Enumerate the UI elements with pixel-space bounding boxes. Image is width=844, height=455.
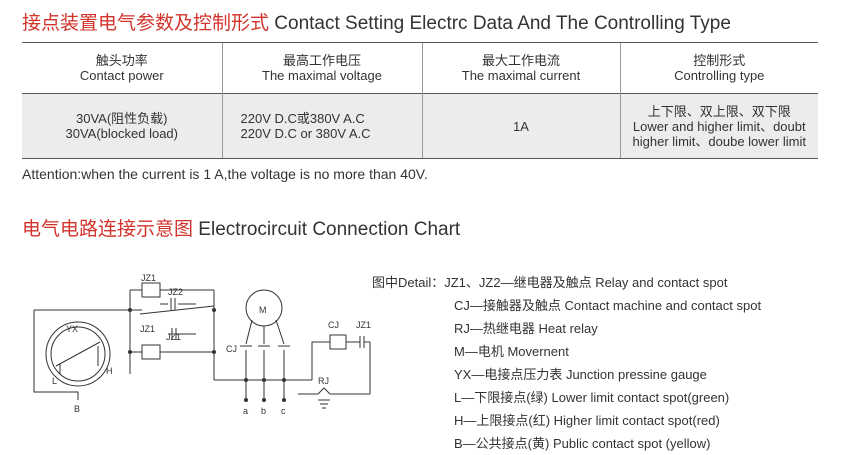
legend-item: L—下限接点(绿) Lower limit contact spot(green… <box>454 390 730 405</box>
cell-control: 上下限、双上限、双下限 Lower and higher limit、doubt… <box>619 93 818 159</box>
spec-table: 触头功率 Contact power 最高工作电压 The maximal vo… <box>22 43 818 159</box>
gauge-needle-h <box>77 341 101 355</box>
header-cn: 控制形式 <box>693 53 746 68</box>
cell-line: 30VA(阻性负载) <box>76 111 168 126</box>
node-dot <box>128 308 132 312</box>
label-h: H <box>106 366 113 376</box>
label-b-terminal: b <box>261 406 266 416</box>
cell-voltage: 220V D.C或380V A.C 220V D.C or 380V A.C <box>221 93 422 159</box>
pressure-gauge-inner <box>50 326 106 382</box>
header-en: The maximal current <box>461 68 581 83</box>
cell-line: Lower and higher limit、doubt <box>632 118 806 134</box>
node-dot <box>282 378 286 382</box>
node-dot <box>282 398 286 402</box>
cell-current: 1A <box>421 93 620 159</box>
cell-line: 220V D.C或380V A.C <box>240 111 365 126</box>
cell-line: 1A <box>513 118 529 134</box>
legend-item: RJ—热继电器 Heat relay <box>454 321 598 336</box>
section1-title-cn: 接点装置电气参数及控制形式 <box>22 13 270 34</box>
legend-item: H—上限接点(红) Higher limit contact spot(red) <box>454 413 720 428</box>
cell-line: higher limit、doube lower limit <box>632 133 806 149</box>
section1-title-en: Contact Setting Electrc Data And The Con… <box>274 13 731 34</box>
header-en: The maximal voltage <box>262 68 382 83</box>
label-jz2: JZ2 <box>168 287 183 297</box>
pressure-gauge-outer <box>45 321 111 387</box>
label-jz1-mid: JZ1 <box>140 324 155 334</box>
label-jz1-right: JZ1 <box>356 320 371 330</box>
label-rj: RJ <box>318 376 329 386</box>
legend-item: B—公共接点(黄) Public contact spot (yellow) <box>454 436 711 451</box>
section2-title-en: Electrocircuit Connection Chart <box>198 219 461 240</box>
node-dot <box>212 308 216 312</box>
label-jz1-top: JZ1 <box>141 273 156 283</box>
relay-jz1-coil-low <box>141 344 161 360</box>
heat-relay-rj <box>298 387 370 395</box>
table-row: 30VA(阻性负载) 30VA(blocked load) 220V D.C或3… <box>22 93 818 159</box>
section2-title-cn: 电气电路连接示意图 <box>22 219 194 240</box>
header-cn: 最高工作电压 <box>282 53 361 68</box>
header-cn: 最大工作电流 <box>481 53 560 68</box>
legend-item: YX—电接点压力表 Junction pressine gauge <box>454 367 707 382</box>
cell-line: 220V D.C or 380V A.C <box>240 126 371 141</box>
header-cn: 触头功率 <box>95 53 148 68</box>
gauge-needle-l <box>55 353 79 367</box>
node-dot <box>262 398 266 402</box>
wire-diagonal <box>139 305 215 315</box>
relay-jz1-coil-top <box>141 282 161 298</box>
node-dot <box>244 378 248 382</box>
legend-item: CJ—接触器及触点 Contact machine and contact sp… <box>454 298 762 313</box>
legend-item: 图中Detail：JZ1、JZ2—继电器及触点 Relay and contac… <box>372 275 728 290</box>
header-max-current: 最大工作电流 The maximal current <box>421 43 620 94</box>
header-contact-power: 触头功率 Contact power <box>22 43 222 94</box>
table-top-rule <box>22 42 818 43</box>
node-dot <box>244 398 248 402</box>
label-b: B <box>74 404 80 414</box>
motor-lead-a <box>245 319 253 345</box>
label-c: c <box>281 406 286 416</box>
header-en: Contact power <box>79 68 164 83</box>
label-yx: YX <box>66 324 78 334</box>
label-a: a <box>243 406 248 416</box>
section1-title: 接点装置电气参数及控制形式 Contact Setting Electrc Da… <box>22 8 731 35</box>
contactor-cj-coil <box>329 334 347 350</box>
motor-lead-c <box>275 319 285 345</box>
node-dot <box>128 350 132 354</box>
label-m: M <box>259 305 267 315</box>
node-dot <box>262 378 266 382</box>
header-en: Controlling type <box>674 68 765 83</box>
circuit-diagram: JZ1 JZ2 JZ1 JZ1 YX L H B M CJ CJ JZ1 JZ2… <box>33 273 371 416</box>
cell-power: 30VA(阻性负载) 30VA(blocked load) <box>22 93 222 159</box>
label-l: L <box>52 376 57 386</box>
attention-note: Attention:when the current is 1 A,the vo… <box>22 166 428 182</box>
label-cj-right: CJ <box>328 320 339 330</box>
header-max-voltage: 最高工作电压 The maximal voltage <box>221 43 422 94</box>
header-controlling-type: 控制形式 Controlling type <box>619 43 818 94</box>
legend-item: M—电机 Movernent <box>454 344 569 359</box>
table-header-row: 触头功率 Contact power 最高工作电压 The maximal vo… <box>22 43 818 94</box>
wire-cj-left <box>311 341 330 380</box>
wire-outer-left <box>33 310 79 400</box>
section2-title: 电气电路连接示意图 Electrocircuit Connection Char… <box>22 214 460 241</box>
node-dot <box>212 350 216 354</box>
cell-line: 30VA(blocked load) <box>65 126 179 141</box>
terminal-dots <box>128 308 286 402</box>
label-jz1-contact: JZ1 <box>166 332 181 342</box>
label-cj-left: CJ <box>226 344 237 354</box>
cell-line: 上下限、双上限、双下限 <box>647 103 791 119</box>
